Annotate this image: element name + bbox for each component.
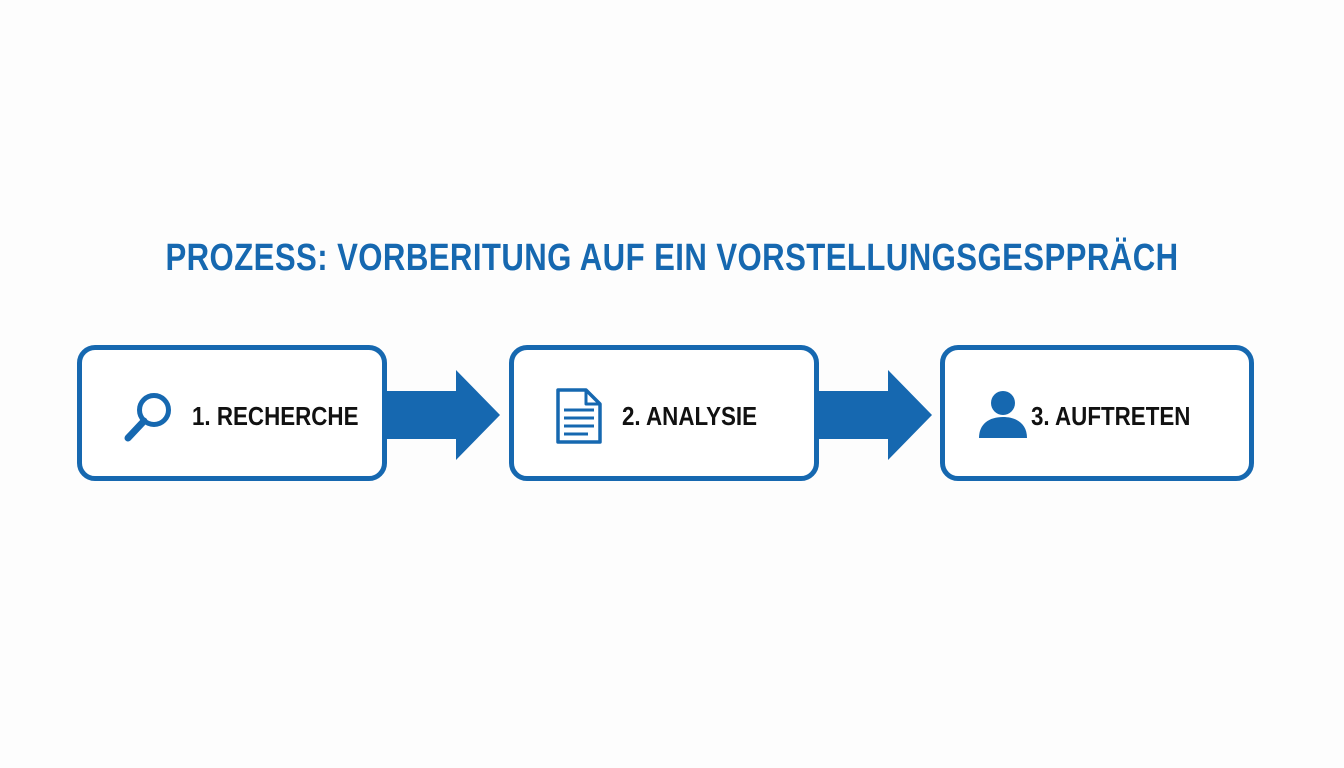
step-label-recherche: 1. RECHERCHE bbox=[192, 401, 359, 431]
step-box-recherche: 1. RECHERCHE bbox=[77, 345, 387, 481]
diagram-title: PROZESS: VORBERITUNG AUF EIN VORSTELLUNG… bbox=[165, 237, 1179, 279]
step-box-auftreten: 3. AUFTRETEN bbox=[940, 345, 1254, 481]
step-label-auftreten: 3. AUFTRETEN bbox=[1031, 401, 1191, 431]
arrow-right-connector-2 bbox=[816, 370, 932, 460]
magnifier-icon bbox=[118, 386, 174, 446]
step-label-analysie: 2. ANALYSIE bbox=[622, 401, 758, 431]
arrow-right-connector-1 bbox=[384, 370, 500, 460]
step-box-analysie: 2. ANALYSIE bbox=[509, 345, 819, 481]
document-icon bbox=[552, 386, 608, 446]
person-icon bbox=[975, 386, 1031, 446]
